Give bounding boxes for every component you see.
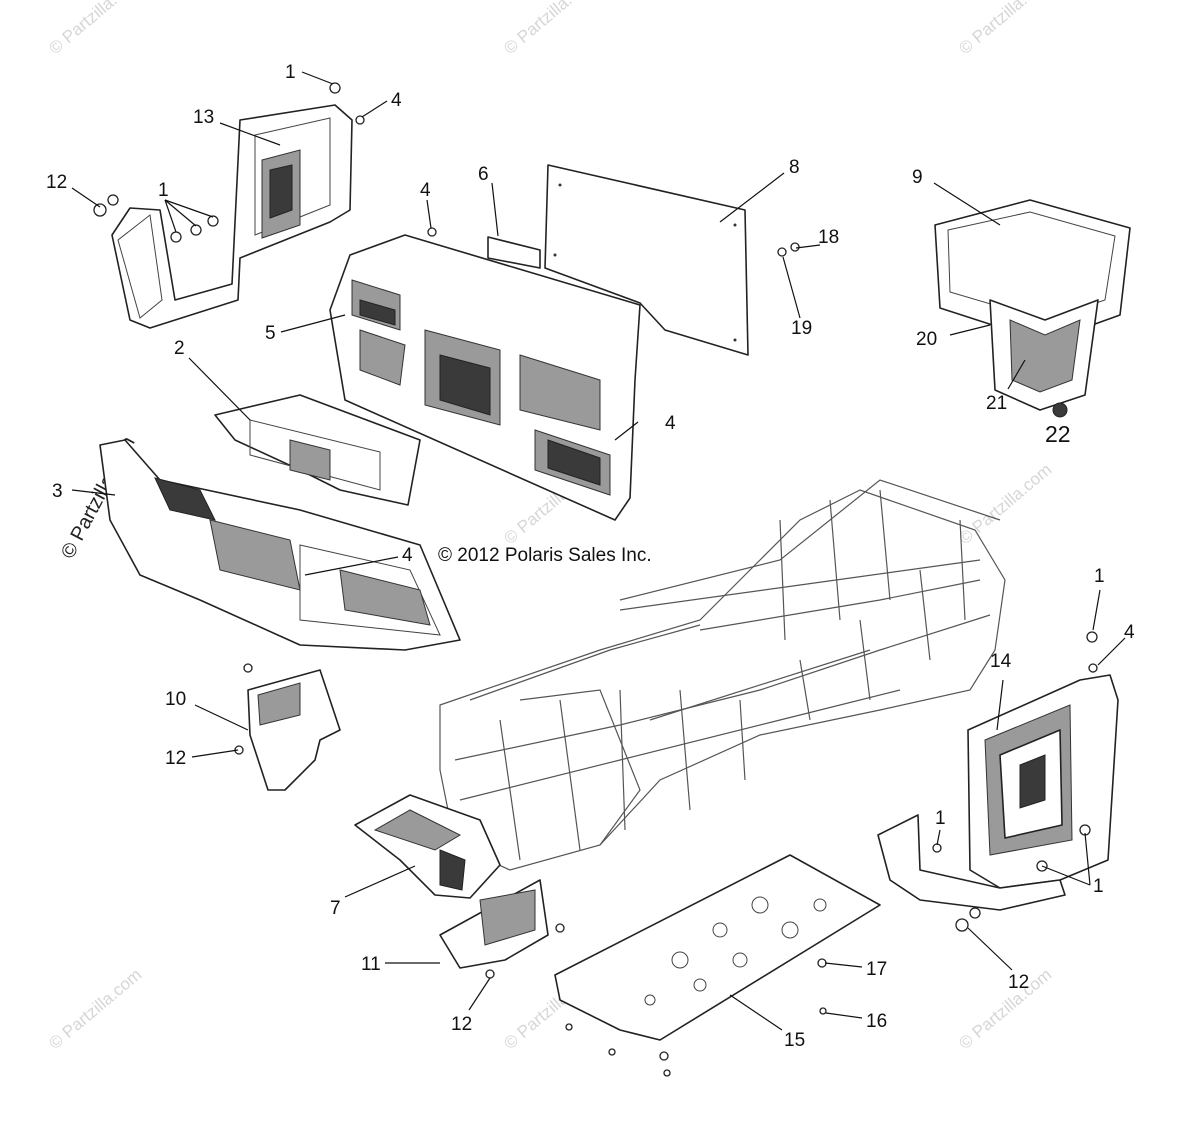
part-6-strip	[487, 236, 541, 269]
callout-1: 1	[1093, 876, 1104, 897]
callout-19: 19	[791, 318, 812, 339]
callout-14: 14	[990, 651, 1012, 672]
callout-4: 4	[420, 180, 431, 201]
watermark: © Partzilla.com	[955, 0, 1055, 58]
part-7-duct	[354, 794, 501, 899]
callout-3: 3	[52, 481, 63, 502]
callout-15: 15	[784, 1030, 805, 1051]
watermark: © Partzilla.com	[45, 965, 145, 1053]
callout-12: 12	[1008, 972, 1029, 993]
callout-5: 5	[265, 323, 276, 344]
part-9-storage-tub	[934, 199, 1131, 411]
callout-17: 17	[866, 959, 887, 980]
callout-7: 7	[330, 898, 341, 919]
part-8-rear-panel	[544, 164, 749, 356]
callout-4: 4	[391, 90, 402, 111]
callout-11: 11	[361, 954, 381, 975]
callout-12: 12	[451, 1014, 472, 1035]
part-5-rear-wall	[329, 234, 641, 521]
callouts: 1 4 13 12 1 4 6 8 9 18 19 5 20 2 21 22 4…	[46, 62, 1135, 1051]
callout-10: 10	[165, 689, 186, 710]
callout-1: 1	[285, 62, 296, 83]
callout-12: 12	[46, 172, 67, 193]
watermark: © Partzilla.com	[500, 0, 600, 58]
part-10-bracket	[247, 669, 341, 791]
part-2-floor-cover	[214, 394, 421, 506]
leader-lines	[71, 71, 1126, 1031]
callout-20: 20	[916, 329, 937, 350]
part-22-nut	[1052, 402, 1068, 418]
callout-4: 4	[665, 413, 676, 434]
callout-1: 1	[935, 808, 946, 829]
part-13-side-panel-left	[111, 104, 353, 329]
callout-21: 21	[986, 393, 1007, 414]
callout-1: 1	[158, 180, 169, 201]
fasteners	[93, 82, 1098, 1077]
callout-18: 18	[818, 227, 839, 248]
part-14-side-panel-right	[877, 674, 1119, 911]
watermark: © Partzilla.com	[955, 460, 1055, 548]
callout-9: 9	[912, 167, 923, 188]
part-11-bracket	[439, 879, 549, 969]
watermark: © Partzilla.com	[45, 0, 145, 58]
part-3-center-console	[99, 439, 461, 651]
callout-1: 1	[1094, 566, 1105, 587]
callout-12: 12	[165, 748, 186, 769]
callout-2: 2	[174, 338, 185, 359]
callout-8: 8	[789, 157, 800, 178]
callout-16: 16	[866, 1011, 887, 1032]
chassis-frame	[439, 479, 1006, 871]
callout-13: 13	[193, 107, 214, 128]
watermark: © Partzilla.com	[955, 965, 1055, 1053]
callout-22: 22	[1045, 421, 1071, 447]
callout-4: 4	[1124, 622, 1135, 643]
part-15-skid-plate	[554, 854, 881, 1041]
copyright-text: © 2012 Polaris Sales Inc.	[438, 545, 652, 566]
callout-4: 4	[402, 545, 413, 566]
callout-6: 6	[478, 164, 489, 185]
